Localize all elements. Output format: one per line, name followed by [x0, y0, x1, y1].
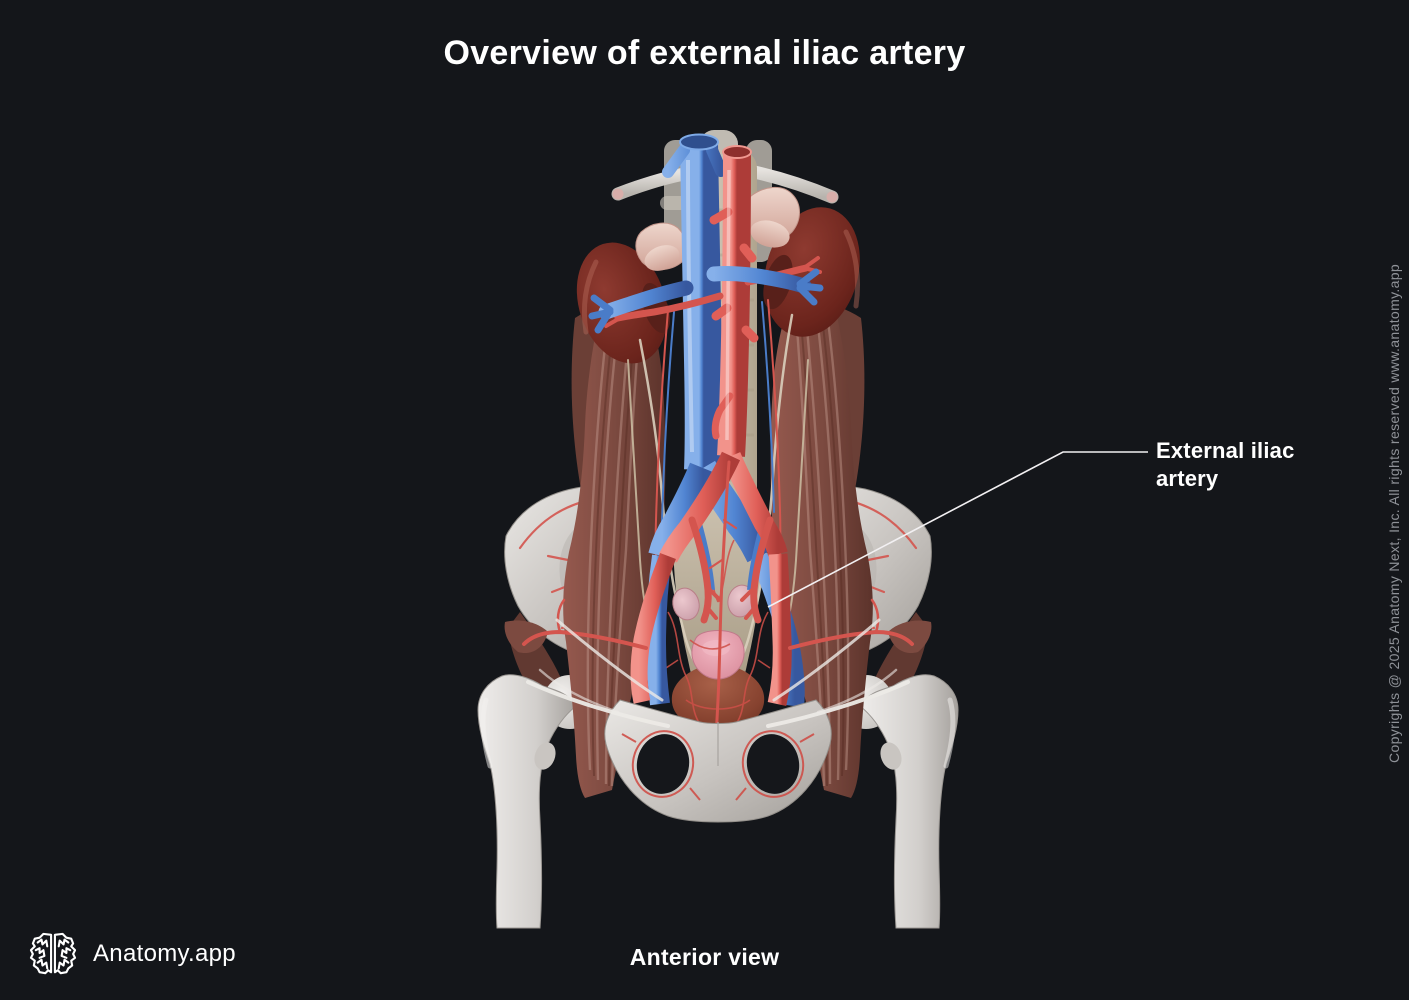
renal-vessels: [588, 256, 824, 334]
leader-line: [767, 451, 1148, 608]
inguinal-ligaments: [526, 618, 910, 728]
brand-name: Anatomy.app: [93, 940, 236, 967]
brain-logo-icon: [29, 932, 77, 975]
page-title: Overview of external iliac artery: [443, 34, 966, 72]
view-label: Anterior view: [629, 944, 780, 970]
copyright-text: Copyrights @ 2025 Anatomy Next, Inc. All…: [1386, 263, 1402, 763]
pubic-ring: [604, 699, 832, 823]
adrenal-glands: [635, 187, 800, 271]
annotation-label: External iliac artery: [1156, 437, 1295, 493]
annotation-label-line2: artery: [1156, 466, 1219, 491]
brand-logo: Anatomy.app: [28, 931, 236, 977]
annotation-label-line1: External iliac: [1156, 438, 1295, 463]
